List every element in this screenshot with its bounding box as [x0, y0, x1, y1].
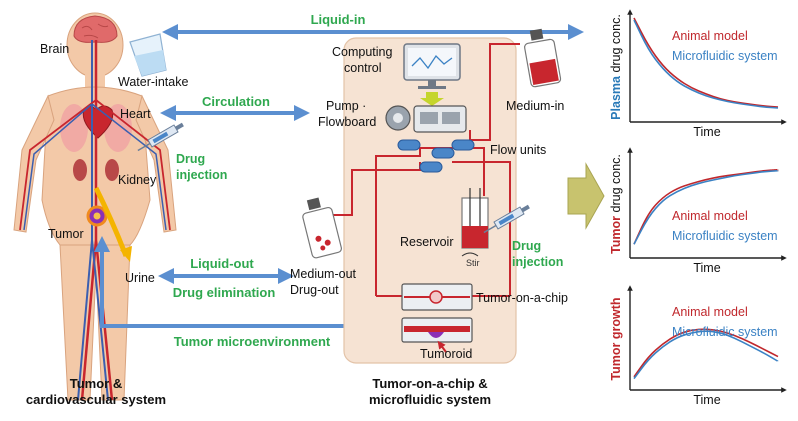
- computing-control-label-2: control: [344, 61, 382, 75]
- heart-label: Heart: [120, 107, 151, 121]
- flow-units-label: Flow units: [490, 143, 546, 157]
- circulation-label: Circulation: [202, 94, 270, 109]
- kidney-label: Kidney: [118, 173, 157, 187]
- pump-label-2: Flowboard: [318, 115, 376, 129]
- body-caption-2: cardiovascular system: [26, 392, 166, 407]
- result-arrow: [567, 162, 605, 230]
- body-caption-1: Tumor &: [70, 376, 122, 391]
- kidney-icon: [73, 159, 87, 181]
- tumor-microenvironment-arrow: [94, 236, 396, 334]
- tumoroid-pointer-arrow: [437, 340, 447, 353]
- water-glass-icon: [129, 33, 167, 77]
- medium-out-label: Medium-out: [290, 267, 357, 281]
- chart-1-legend-0: Animal model: [672, 209, 748, 223]
- chart-1-series-1-line: [633, 169, 779, 245]
- liquid-in-label: Liquid-in: [311, 12, 366, 27]
- reservoir-label: Reservoir: [400, 235, 454, 249]
- chart-2-ylabel-colored: Tumor growth: [609, 297, 623, 380]
- tumor-label: Tumor: [48, 227, 84, 241]
- computing-control-label-1: Computing: [332, 45, 392, 59]
- chart-2-series-0-line: [633, 328, 779, 378]
- tumoroid-chip-icon: [401, 317, 473, 343]
- chart-1-ylabel: Tumor drug conc.: [609, 154, 623, 254]
- chart-0-xlabel: Time: [693, 125, 720, 139]
- chart-0-series-1-line: [633, 19, 779, 109]
- chart-2-legend-0: Animal model: [672, 305, 748, 319]
- tumor-microenvironment-label: Tumor microenvironment: [174, 334, 331, 349]
- chart-0-legend-1: Microfluidic system: [672, 49, 778, 63]
- chart-0-ylabel-colored: Plasma: [609, 75, 623, 120]
- water-intake-label: Water-intake: [118, 75, 188, 89]
- chart-1-xlabel: Time: [693, 261, 720, 275]
- medium-out-bottle-icon: [302, 197, 342, 259]
- urine-label: Urine: [125, 271, 155, 285]
- chip-caption-1: Tumor-on-a-chip &: [372, 376, 487, 391]
- pump-flowboard-icon: [385, 105, 467, 133]
- drug-injection-chip-label-1: Drug: [512, 239, 541, 253]
- syringe-chip-icon: [483, 204, 530, 234]
- drug-injection-body-label-1: Drug: [176, 152, 205, 166]
- drug-elimination-label: Drug elimination: [173, 285, 276, 300]
- stir-label: Stir: [466, 258, 480, 268]
- chart-1-ylabel-rest: drug conc.: [609, 154, 623, 216]
- chart-0-ylabel-rest: drug conc.: [609, 14, 623, 76]
- tumor-on-a-chip-icon: [401, 283, 473, 311]
- connector-arrows: [94, 24, 584, 334]
- chart-0-series-0-line: [633, 17, 779, 108]
- tumoroid-label: Tumoroid: [420, 347, 472, 361]
- chart-1-legend-1: Microfluidic system: [672, 229, 778, 243]
- reservoir-icon: [461, 188, 489, 249]
- drug-injection-chip-label-2: injection: [512, 255, 563, 269]
- liquid-out-label: Liquid-out: [190, 256, 254, 271]
- chart-2-ylabel: Tumor growth: [609, 297, 623, 380]
- chart-2-xlabel: Time: [693, 393, 720, 407]
- medium-in-bottle-icon: [524, 28, 562, 88]
- computer-monitor-icon: [403, 43, 461, 89]
- chart-2-legend-1: Microfluidic system: [672, 325, 778, 339]
- chip-caption-2: microfluidic system: [369, 392, 491, 407]
- medium-in-label: Medium-in: [506, 99, 564, 113]
- pump-label-1: Pump ·: [326, 99, 366, 113]
- flow-units-icon: [397, 139, 475, 173]
- chart-1-ylabel-colored: Tumor: [609, 216, 623, 254]
- chart-2-series-1-line: [633, 330, 779, 380]
- chart-0-legend-0: Animal model: [672, 29, 748, 43]
- stir-icon: [461, 252, 479, 257]
- brain-label: Brain: [40, 42, 69, 56]
- tumor-on-a-chip-label: Tumor-on-a-chip: [476, 291, 568, 305]
- control-down-arrow: [420, 92, 444, 106]
- chart-1-series-0-line: [633, 168, 779, 245]
- chart-0-ylabel: Plasma drug conc.: [609, 14, 623, 120]
- drug-injection-body-label-2: injection: [176, 168, 227, 182]
- drug-out-label: Drug-out: [290, 283, 339, 297]
- syringe-body-icon: [137, 122, 184, 152]
